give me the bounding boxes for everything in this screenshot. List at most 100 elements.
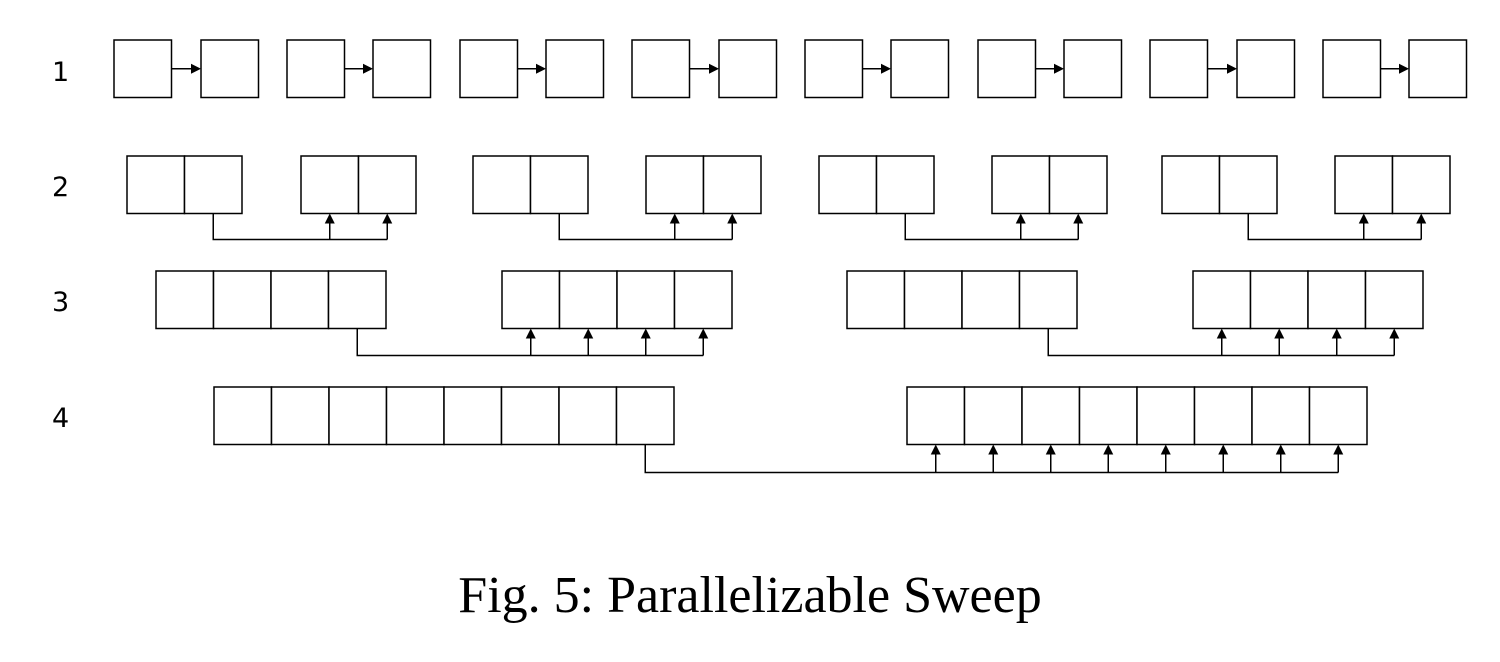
row4-target-block1-cell xyxy=(1136,386,1196,446)
sweep-diagram: 1 2 3 4 xyxy=(52,39,1468,474)
row3-pair1-arrowhead xyxy=(698,328,709,339)
row2-pair2-arrowhead xyxy=(727,213,738,224)
row1-source-block5-cell xyxy=(804,39,864,99)
row3-target-block2-cell xyxy=(1249,270,1309,330)
row4-source-block1-cell xyxy=(615,386,675,446)
row1-pair3-arrowhead xyxy=(536,63,546,74)
row3-source-block2-cell xyxy=(961,270,1021,330)
row2-source-block3-cell xyxy=(875,155,935,215)
row4-target-block1-cell xyxy=(1251,386,1311,446)
row1-target-block6-cell xyxy=(1063,39,1123,99)
row-label-2: 2 xyxy=(52,172,69,203)
row3-target-block2-cell xyxy=(1192,270,1252,330)
row4-target-block1-cell xyxy=(1078,386,1138,446)
row4-source-block1-cell xyxy=(443,386,503,446)
row1-pair1-arrowhead xyxy=(191,63,201,74)
row3-target-block1-cell xyxy=(501,270,561,330)
row4-pair1-arrowhead xyxy=(1275,444,1286,455)
row2-source-block2-cell xyxy=(529,155,589,215)
row3-pair1-arrowhead xyxy=(583,328,594,339)
row1-target-block8-cell xyxy=(1408,39,1468,99)
row3-target-block1-cell xyxy=(616,270,676,330)
row3-target-block1-cell xyxy=(558,270,618,330)
row2-source-block2-cell xyxy=(472,155,532,215)
row4-pair1-arrowhead xyxy=(1045,444,1056,455)
row2-pair1-arrowhead xyxy=(382,213,393,224)
row1-pair7-arrowhead xyxy=(1227,63,1237,74)
row2-pair2-connector xyxy=(558,213,733,241)
row1-target-block3-cell xyxy=(545,39,605,99)
row2-source-block1-cell xyxy=(126,155,186,215)
row3-source-block2-cell xyxy=(846,270,906,330)
row1-pair8-arrowhead xyxy=(1399,63,1409,74)
row1-pair6-arrowhead xyxy=(1054,63,1064,74)
row3-source-block1-cell xyxy=(155,270,215,330)
row3-pair2-arrowhead xyxy=(1216,328,1227,339)
row1-target-block2-cell xyxy=(372,39,432,99)
row3-target-block2-cell xyxy=(1307,270,1367,330)
row1-source-block4-cell xyxy=(631,39,691,99)
row3-source-block2-cell xyxy=(1018,270,1078,330)
row1-target-block5-cell xyxy=(890,39,950,99)
row4-target-block1-cell xyxy=(1308,386,1368,446)
row2-pair4-arrowhead xyxy=(1416,213,1427,224)
row2-target-block2-cell xyxy=(702,155,762,215)
row3-source-block1-cell xyxy=(212,270,272,330)
row4-pair1-arrowhead xyxy=(1218,444,1229,455)
row3-source-block1-cell xyxy=(270,270,330,330)
row2-pair3-arrowhead xyxy=(1073,213,1084,224)
row1-pair2-arrowhead xyxy=(363,63,373,74)
sweep-shapes xyxy=(113,39,1468,474)
row1-source-block2-cell xyxy=(286,39,346,99)
row4-pair1-arrowhead xyxy=(1333,444,1344,455)
row1-pair5-arrowhead xyxy=(881,63,891,74)
row1-target-block1-cell xyxy=(200,39,260,99)
row2-target-block2-cell xyxy=(645,155,705,215)
row2-pair3-arrowhead xyxy=(1015,213,1026,224)
row1-source-block1-cell xyxy=(113,39,173,99)
row1-target-block4-cell xyxy=(718,39,778,99)
row1-source-block7-cell xyxy=(1149,39,1209,99)
row2-pair1-connector xyxy=(212,213,388,241)
row2-target-block1-cell xyxy=(357,155,417,215)
row-label-1: 1 xyxy=(52,57,69,88)
row2-pair4-arrowhead xyxy=(1358,213,1369,224)
row1-source-block8-cell xyxy=(1322,39,1382,99)
row2-target-block3-cell xyxy=(1048,155,1108,215)
row3-pair2-arrowhead xyxy=(1274,328,1285,339)
row3-source-block2-cell xyxy=(903,270,963,330)
row2-target-block4-cell xyxy=(1334,155,1394,215)
row4-target-block1-cell xyxy=(1021,386,1081,446)
row4-pair1-arrowhead xyxy=(988,444,999,455)
row3-pair2-arrowhead xyxy=(1389,328,1400,339)
row4-source-block1-cell xyxy=(558,386,618,446)
row1-pair4-arrowhead xyxy=(709,63,719,74)
row3-pair1-arrowhead xyxy=(525,328,536,339)
row3-target-block2-cell xyxy=(1364,270,1424,330)
row1-source-block3-cell xyxy=(459,39,519,99)
row-label-3: 3 xyxy=(52,287,69,318)
row2-source-block4-cell xyxy=(1161,155,1221,215)
row3-target-block1-cell xyxy=(673,270,733,330)
row2-target-block4-cell xyxy=(1391,155,1451,215)
row-label-4: 4 xyxy=(52,403,69,434)
row2-source-block1-cell xyxy=(183,155,243,215)
row4-pair1-connector xyxy=(644,444,1339,474)
row4-target-block1-cell xyxy=(963,386,1023,446)
row3-pair1-arrowhead xyxy=(640,328,651,339)
figure-caption: Fig. 5: Parallelizable Sweep xyxy=(458,567,1042,624)
row4-target-block1-cell xyxy=(906,386,966,446)
row2-source-block3-cell xyxy=(818,155,878,215)
row4-pair1-arrowhead xyxy=(1103,444,1114,455)
row4-pair1-arrowhead xyxy=(930,444,941,455)
row4-source-block1-cell xyxy=(500,386,560,446)
row3-source-block1-cell xyxy=(327,270,387,330)
row1-target-block7-cell xyxy=(1236,39,1296,99)
row4-source-block1-cell xyxy=(213,386,273,446)
row3-pair2-arrowhead xyxy=(1331,328,1342,339)
row2-source-block4-cell xyxy=(1218,155,1278,215)
row2-target-block1-cell xyxy=(300,155,360,215)
row2-pair1-arrowhead xyxy=(324,213,335,224)
row2-target-block3-cell xyxy=(991,155,1051,215)
row4-source-block1-cell xyxy=(270,386,330,446)
